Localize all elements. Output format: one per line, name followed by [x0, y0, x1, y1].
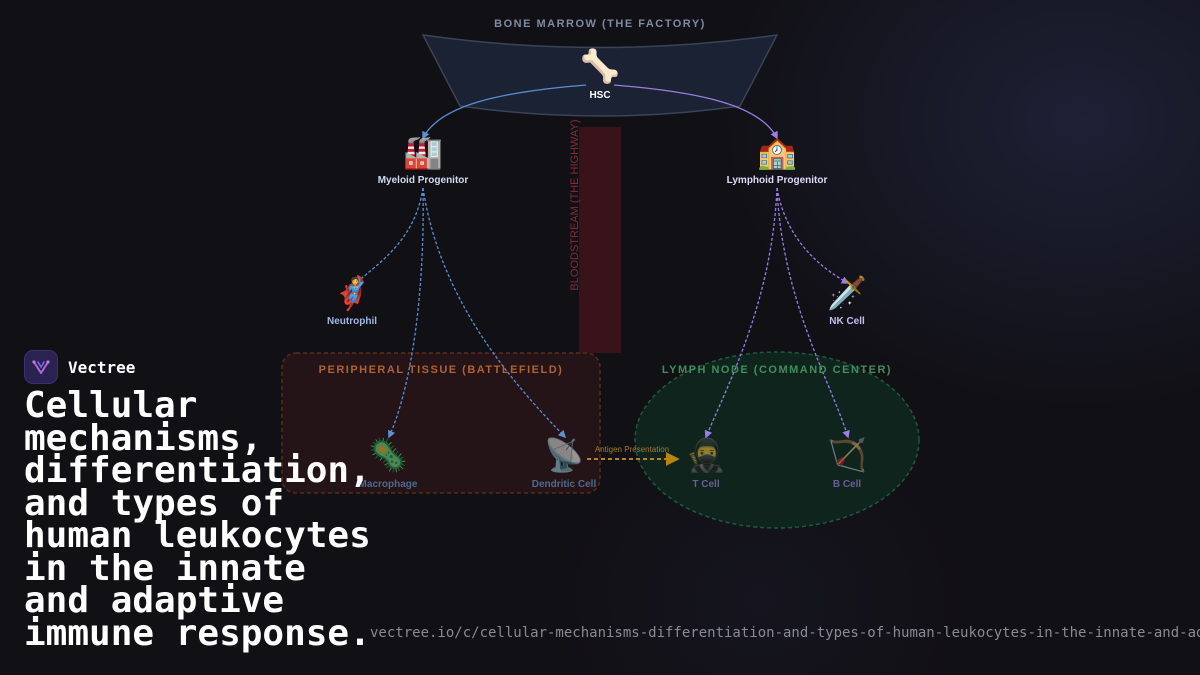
page-title: Cellular mechanisms, differentiation, an… [24, 385, 371, 654]
dagger-icon: 🗡️ [827, 275, 867, 311]
school-icon: 🏫 [757, 134, 797, 170]
edge-lymphoid-bcell [776, 187, 850, 439]
edge-myeloid-dendritic [422, 187, 567, 439]
myeloid-progenitor-label: Myeloid Progenitor [377, 175, 469, 186]
microbe-icon: 🦠 [368, 437, 408, 473]
hsc-label: HSC [589, 90, 611, 101]
edge-hsc-myeloid [422, 84, 587, 140]
bow-and-arrow-icon: 🏹 [827, 437, 867, 473]
nk-cell-label: NK Cell [829, 316, 865, 327]
superhero-icon: 🦸 [332, 275, 372, 311]
lymphoid-progenitor-label: Lymphoid Progenitor [726, 175, 828, 186]
dendritic-cell-label: Dendritic Cell [531, 479, 597, 490]
bloodstream-zone [579, 127, 621, 353]
ninja-icon: 🥷 [686, 437, 726, 473]
bone-marrow-zone [421, 34, 779, 117]
vectree-logo-icon [24, 350, 58, 384]
bone-icon: 🦴 [580, 48, 620, 84]
edge-hsc-lymphoid [613, 84, 778, 140]
edge-myeloid-neutrophil [354, 187, 424, 285]
edge-lymphoid-tcell [704, 187, 778, 439]
edge-lymphoid-nk [776, 187, 850, 284]
page-url[interactable]: vectree.io/c/cellular-mechanisms-differe… [370, 625, 1200, 641]
neutrophil-label: Neutrophil [327, 316, 377, 327]
edge-myeloid-macrophage [387, 187, 424, 439]
bone-marrow-title: BONE MARROW (THE FACTORY) [494, 18, 706, 30]
factory-icon: 🏭 [403, 134, 443, 170]
brand-name: Vectree [68, 357, 136, 377]
lymph-node-title: LYMPH NODE (COMMAND CENTER) [661, 364, 893, 376]
antigen-presentation-label: Antigen Presentation [595, 445, 669, 454]
macrophage-label: Macrophage [358, 479, 418, 490]
lymph-node-zone [634, 351, 920, 529]
bloodstream-title: BLOODSTREAM (THE HIGHWAY) [569, 119, 581, 290]
satellite-dish-icon: 📡 [544, 437, 584, 473]
b-cell-label: B Cell [832, 479, 862, 490]
brand: Vectree [24, 350, 135, 384]
peripheral-tissue-title: PERIPHERAL TISSUE (BATTLEFIELD) [318, 364, 564, 376]
t-cell-label: T Cell [692, 479, 720, 490]
